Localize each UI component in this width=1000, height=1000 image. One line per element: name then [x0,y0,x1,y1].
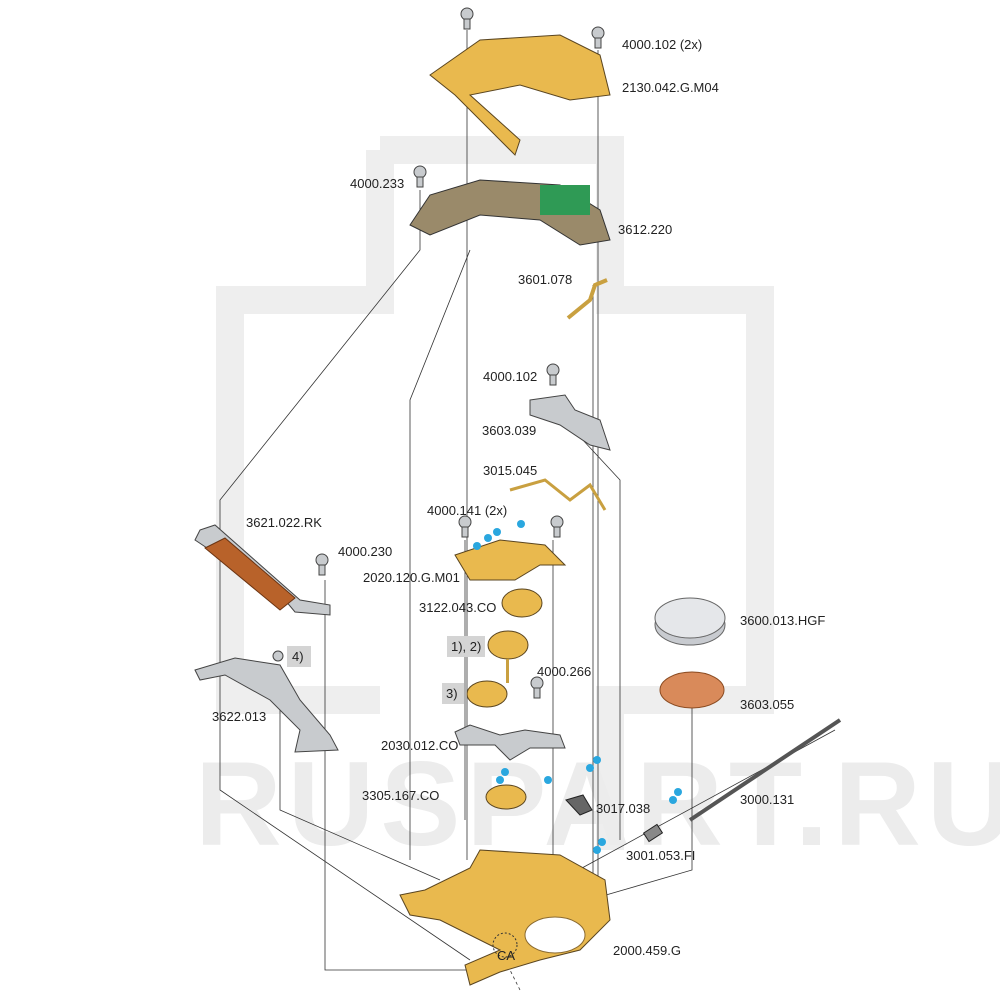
part-label: 3612.220 [618,222,672,237]
screw-icon [460,7,474,30]
part-label: 3001.053.FI [626,848,695,863]
leader-lines [219,30,836,991]
part-label: 3601.078 [518,272,572,287]
part-label: 3621.022.RK [246,515,322,530]
part-label: 3305.167.CO [362,788,439,803]
clutch-3001-053 [642,823,664,843]
stem-3000-131 [688,718,842,822]
part-label: 4000.102 [483,369,537,384]
bridge-2020-120 [454,539,567,581]
part-label: 4000.230 [338,544,392,559]
screw-icon [315,553,329,576]
wheel-3305-167 [485,784,527,810]
part-label: 3622.013 [212,709,266,724]
note-label: 1), 2) [451,639,481,654]
part-label: 3603.039 [482,423,536,438]
part-label: 4000.102 (2x) [622,37,702,52]
part-label: 2000.459.G [613,943,681,958]
part-label: 4000.141 (2x) [427,503,507,518]
screw-icon [550,515,564,538]
part-label: 3017.038 [596,801,650,816]
spring-3601-078 [566,278,608,320]
part-label: 3600.013.HGF [740,613,825,628]
ca-marker: CA [497,948,515,963]
spring-3015-045 [509,478,607,511]
lever-3603-039 [529,394,611,451]
part-label: 3603.055 [740,697,794,712]
part-label: 3015.045 [483,463,537,478]
part-label: 2130.042.G.M04 [622,80,719,95]
part-label: 4000.233 [350,176,404,191]
wheel-arbor [506,659,509,683]
screw-icon [458,515,472,538]
screw-icon [530,676,544,699]
screw-icon [546,363,560,386]
part-label: 3000.131 [740,792,794,807]
screw-icon [413,165,427,188]
wheel-3122-043 [501,588,543,618]
lever-3017-038 [565,794,593,816]
pin-4 [272,650,284,662]
note-box [287,646,311,667]
note-label: 4) [292,649,304,664]
note-box [442,683,464,704]
part-label: 2020.120.G.M01 [363,570,460,585]
part-label: 3122.043.CO [419,600,496,615]
wheel-1-2 [487,630,529,660]
screw-icon [591,26,605,49]
coil-3621-022 [204,537,296,611]
part-label: 4000.266 [537,664,591,679]
plate-3622-013 [194,657,339,753]
part-label: 2030.012.CO [381,738,458,753]
note-label: 3) [446,686,458,701]
bridge-2030-012 [454,724,566,761]
wheel-3 [466,680,508,708]
note-box [447,636,485,657]
bridge-2130-042 [429,34,611,156]
insulator-3603-055 [659,671,725,709]
oil-drop-icons [473,520,682,854]
pcb-section [540,185,590,215]
